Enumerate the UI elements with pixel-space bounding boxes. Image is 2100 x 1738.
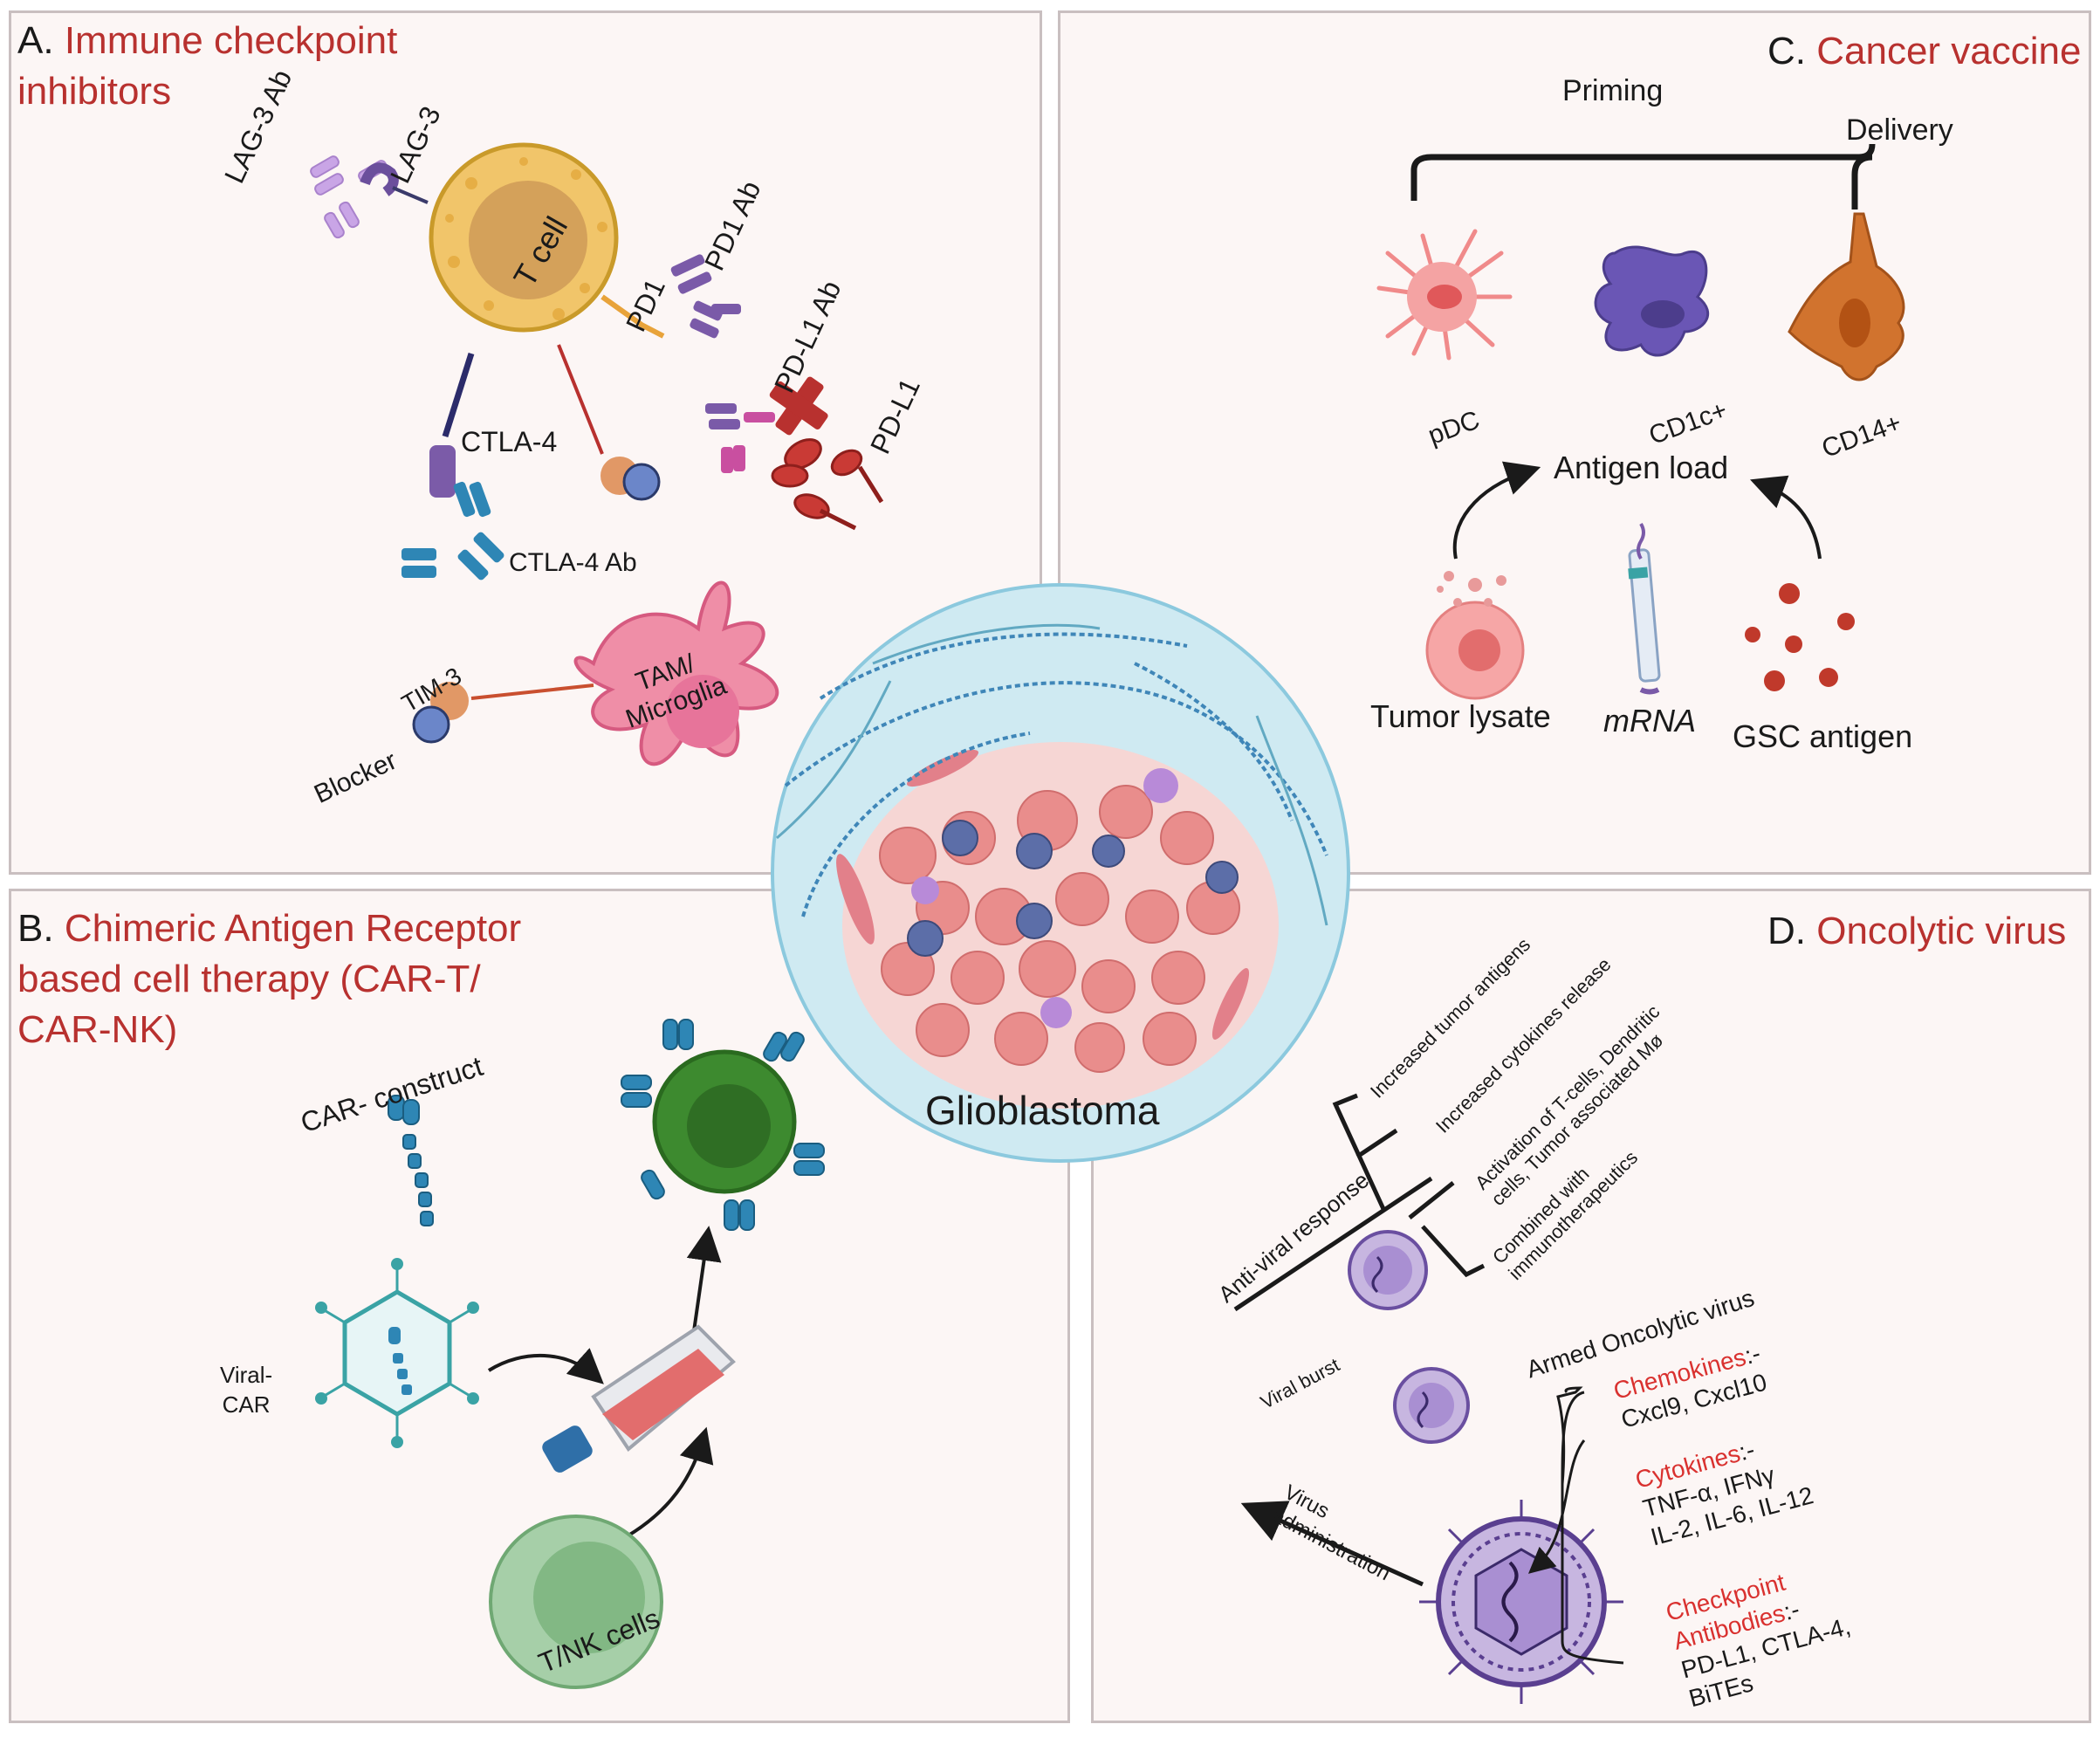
ctla4-ab-label: CTLA-4 Ab — [509, 548, 637, 577]
gsc-antigen-icon — [1745, 583, 1855, 691]
priming-label: Priming — [1562, 74, 1664, 107]
pdc-icon — [1376, 229, 1513, 361]
culture-flask-icon — [542, 1324, 736, 1473]
ctla4-label: CTLA-4 — [461, 426, 558, 457]
tnk-cells-icon — [489, 1515, 663, 1689]
oncolytic-virus-icon — [1393, 1367, 1470, 1444]
viral-car-line2: CAR — [222, 1391, 271, 1418]
viral-car-line1: Viral- — [220, 1362, 273, 1388]
panel-b-title-line2: based cell therapy (CAR-T/ — [17, 958, 481, 1000]
ctla4-ab-icon — [401, 481, 504, 580]
panel-d-letter: D. — [1767, 910, 1806, 952]
cd14-icon — [1788, 212, 1905, 381]
priming-bracket-icon — [1410, 143, 1876, 210]
tam-microglia-icon — [573, 580, 779, 766]
tumor-lysate-label: Tumor lysate — [1370, 698, 1551, 734]
panel-b-title: B. Chimeric Antigen Receptor based cell … — [17, 903, 521, 1055]
panel-b-letter: B. — [17, 907, 54, 950]
gsc-antigen-label: GSC antigen — [1733, 718, 1913, 754]
payload-bracket-icon — [1561, 1391, 1624, 1665]
panel-a-title-line2: inhibitors — [17, 70, 172, 113]
tumor-lysate-icon — [1425, 571, 1525, 700]
antigen-load-label: Antigen load — [1554, 450, 1729, 485]
car-construct-icon — [388, 1095, 434, 1226]
glioblastoma-icon — [771, 583, 1350, 1163]
panel-d-title: D. Oncolytic virus — [1767, 906, 2066, 957]
mrna-icon — [1628, 522, 1661, 695]
panel-a-title: A. Immune checkpoint inhibitors — [17, 16, 397, 117]
panel-b-title-line3: CAR-NK) — [17, 1008, 178, 1051]
pdl1-icon — [771, 438, 884, 531]
pdl1-ab-icon — [705, 403, 775, 473]
block-cross-icon — [769, 376, 828, 436]
viral-car-label: Viral- CAR — [220, 1360, 272, 1419]
viral-car-icon — [315, 1258, 479, 1448]
panel-b-title-line1: Chimeric Antigen Receptor — [64, 907, 522, 950]
glioblastoma-label: Glioblastoma — [925, 1088, 1160, 1133]
ctla4-icon — [429, 352, 475, 498]
car-cell-icon — [621, 1019, 825, 1231]
anti-viral-tree-icon — [1233, 1093, 1486, 1312]
panel-d-title-text: Oncolytic virus — [1816, 910, 2067, 952]
lag3-icon — [360, 162, 399, 196]
delivery-label: Delivery — [1846, 113, 1953, 147]
viral-burst-icon — [1348, 1230, 1428, 1310]
tim3-blocker-icon — [412, 682, 594, 744]
panel-c-letter: C. — [1767, 30, 1806, 72]
mrna-label: mRNA — [1603, 703, 1696, 738]
t-cell-icon — [429, 142, 619, 333]
pd1-ab-icon — [670, 254, 741, 339]
tim3-receptor-icon — [557, 344, 661, 501]
pd1-icon — [600, 294, 665, 339]
panel-c-title-text: Cancer vaccine — [1816, 30, 2082, 72]
armed-virus-icon — [1419, 1500, 1623, 1704]
cd1c-icon — [1594, 245, 1710, 357]
panel-a-letter: A. — [17, 19, 54, 62]
panel-c-title: C. Cancer vaccine — [1767, 26, 2082, 77]
panel-a-title-line1: Immune checkpoint — [64, 19, 398, 62]
